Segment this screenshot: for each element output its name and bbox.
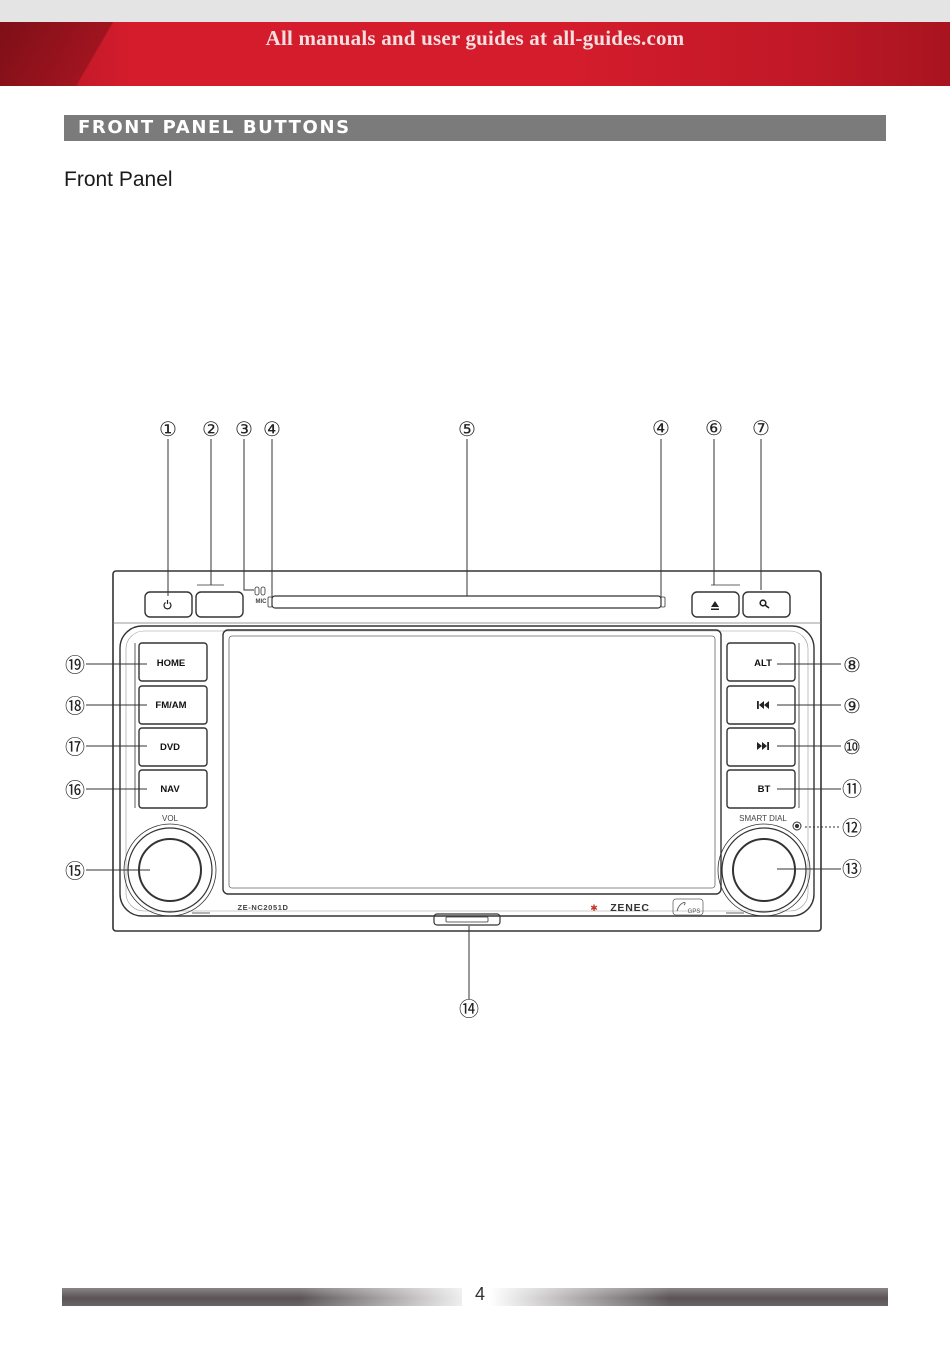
callout-15: ⑮	[65, 859, 85, 883]
callout-8: ⑧	[843, 653, 861, 677]
callout-3: ③	[235, 417, 253, 441]
footer-fade-left	[300, 1288, 480, 1306]
gps-label: GPS	[688, 909, 701, 915]
callout-10: ⑩	[843, 735, 861, 759]
indicator-led	[792, 821, 802, 831]
callout-9: ⑨	[843, 694, 861, 718]
callout-18: ⑱	[65, 694, 85, 718]
bt-label: BT	[758, 784, 771, 795]
callout-11: ⑪	[842, 777, 862, 801]
smart-dial-ring	[721, 827, 807, 913]
sd-slot	[433, 913, 501, 926]
callout-19: ⑲	[65, 653, 85, 677]
banner-text[interactable]: All manuals and user guides at all-guide…	[265, 26, 685, 50]
top-strip	[0, 0, 950, 22]
mic-hole-left	[254, 586, 260, 596]
section-bar: FRONT PANEL BUTTONS	[64, 115, 886, 141]
callout-12: ⑫	[842, 816, 862, 840]
callout-6: ⑥	[705, 416, 723, 440]
brand-logo: ZENEC	[610, 902, 650, 914]
dvd-button[interactable]	[138, 727, 208, 767]
eject-button[interactable]	[691, 591, 740, 618]
mic-hole-right	[260, 586, 266, 596]
fm-am-label: FM/AM	[155, 700, 186, 711]
screen-bezel	[222, 629, 722, 895]
subtitle: Front Panel	[64, 168, 173, 191]
eject-icon	[711, 601, 719, 610]
slot-end-right	[660, 596, 666, 608]
brand-star: ✱	[590, 904, 598, 914]
previous-track-icon	[757, 701, 769, 709]
dvd-label: DVD	[160, 742, 180, 753]
section-title: FRONT PANEL BUTTONS	[78, 117, 351, 138]
callout-17: ⑰	[65, 735, 85, 759]
gps-swoosh	[676, 902, 686, 912]
gps-badge	[672, 898, 704, 916]
callout-2: ②	[202, 417, 220, 441]
callout-4b: ④	[652, 416, 670, 440]
header-banner: All manuals and user guides at all-guide…	[0, 22, 950, 86]
vol-label: VOL	[162, 814, 179, 823]
alt-button[interactable]	[726, 642, 796, 682]
blank-button[interactable]	[195, 591, 244, 618]
callout-16: ⑯	[65, 778, 85, 802]
device-face-inner	[125, 630, 809, 912]
page-number: 4	[474, 1284, 485, 1304]
callout-14: ⑭	[459, 997, 479, 1021]
smart-dial-label: SMART DIAL	[739, 814, 787, 823]
next-track-icon	[757, 742, 769, 750]
alt-label: ALT	[754, 658, 772, 669]
footer-fade-right	[490, 1288, 670, 1306]
next-button[interactable]	[726, 727, 796, 767]
screen	[228, 635, 716, 889]
disc-slot	[271, 595, 662, 609]
callout-7: ⑦	[752, 416, 770, 440]
mic-label: MIC	[256, 599, 268, 605]
front-panel-diagram: HOME FM/AM DVD NAV ALT BT MIC VOL SMART …	[65, 416, 862, 1021]
search-icon	[759, 599, 770, 609]
banner-facet	[0, 22, 150, 86]
callout-13: ⑬	[842, 857, 862, 881]
home-label: HOME	[157, 658, 186, 669]
nav-label: NAV	[160, 784, 180, 795]
device-face	[119, 625, 815, 917]
slot-end-left	[267, 596, 273, 608]
home-button[interactable]	[138, 642, 208, 682]
power-icon	[163, 600, 172, 610]
leader-3	[243, 439, 254, 591]
indicator-led-center	[794, 823, 800, 829]
callout-1: ①	[159, 417, 177, 441]
callout-5: ⑤	[458, 417, 476, 441]
sd-slot-inner	[445, 916, 489, 923]
smart-dial-ring-outer	[717, 823, 811, 917]
callout-4a: ④	[263, 417, 281, 441]
smart-dial-knob[interactable]	[732, 838, 796, 902]
search-button[interactable]	[742, 591, 791, 618]
model-label: ZE-NC2051D	[237, 903, 288, 912]
